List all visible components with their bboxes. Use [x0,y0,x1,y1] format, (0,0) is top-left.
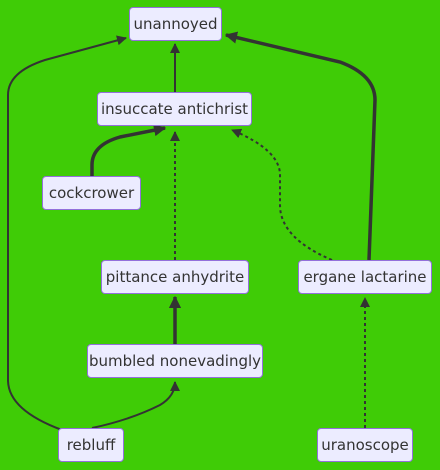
edge-rebluff-to-unannoyed [7,35,127,431]
edge-ergane-to-insuccate [231,128,333,261]
node-bumbled-nonevadingly[interactable]: bumbled nonevadingly [87,344,263,378]
node-cockcrower[interactable]: cockcrower [42,176,141,210]
node-uranoscope[interactable]: uranoscope [317,428,413,462]
edge-ergane-to-unannoyed [224,31,377,261]
node-unannoyed[interactable]: unannoyed [129,7,222,41]
node-insuccate-antichrist[interactable]: insuccate antichrist [97,92,252,126]
edge-cockcrower-to-insuccate [90,124,167,176]
node-pittance-anhydrite[interactable]: pittance anhydrite [101,260,249,294]
edge-rebluff-to-bumbled [91,381,180,429]
node-ergane-lactarine[interactable]: ergane lactarine [298,260,432,294]
node-rebluff[interactable]: rebluff [58,428,124,462]
